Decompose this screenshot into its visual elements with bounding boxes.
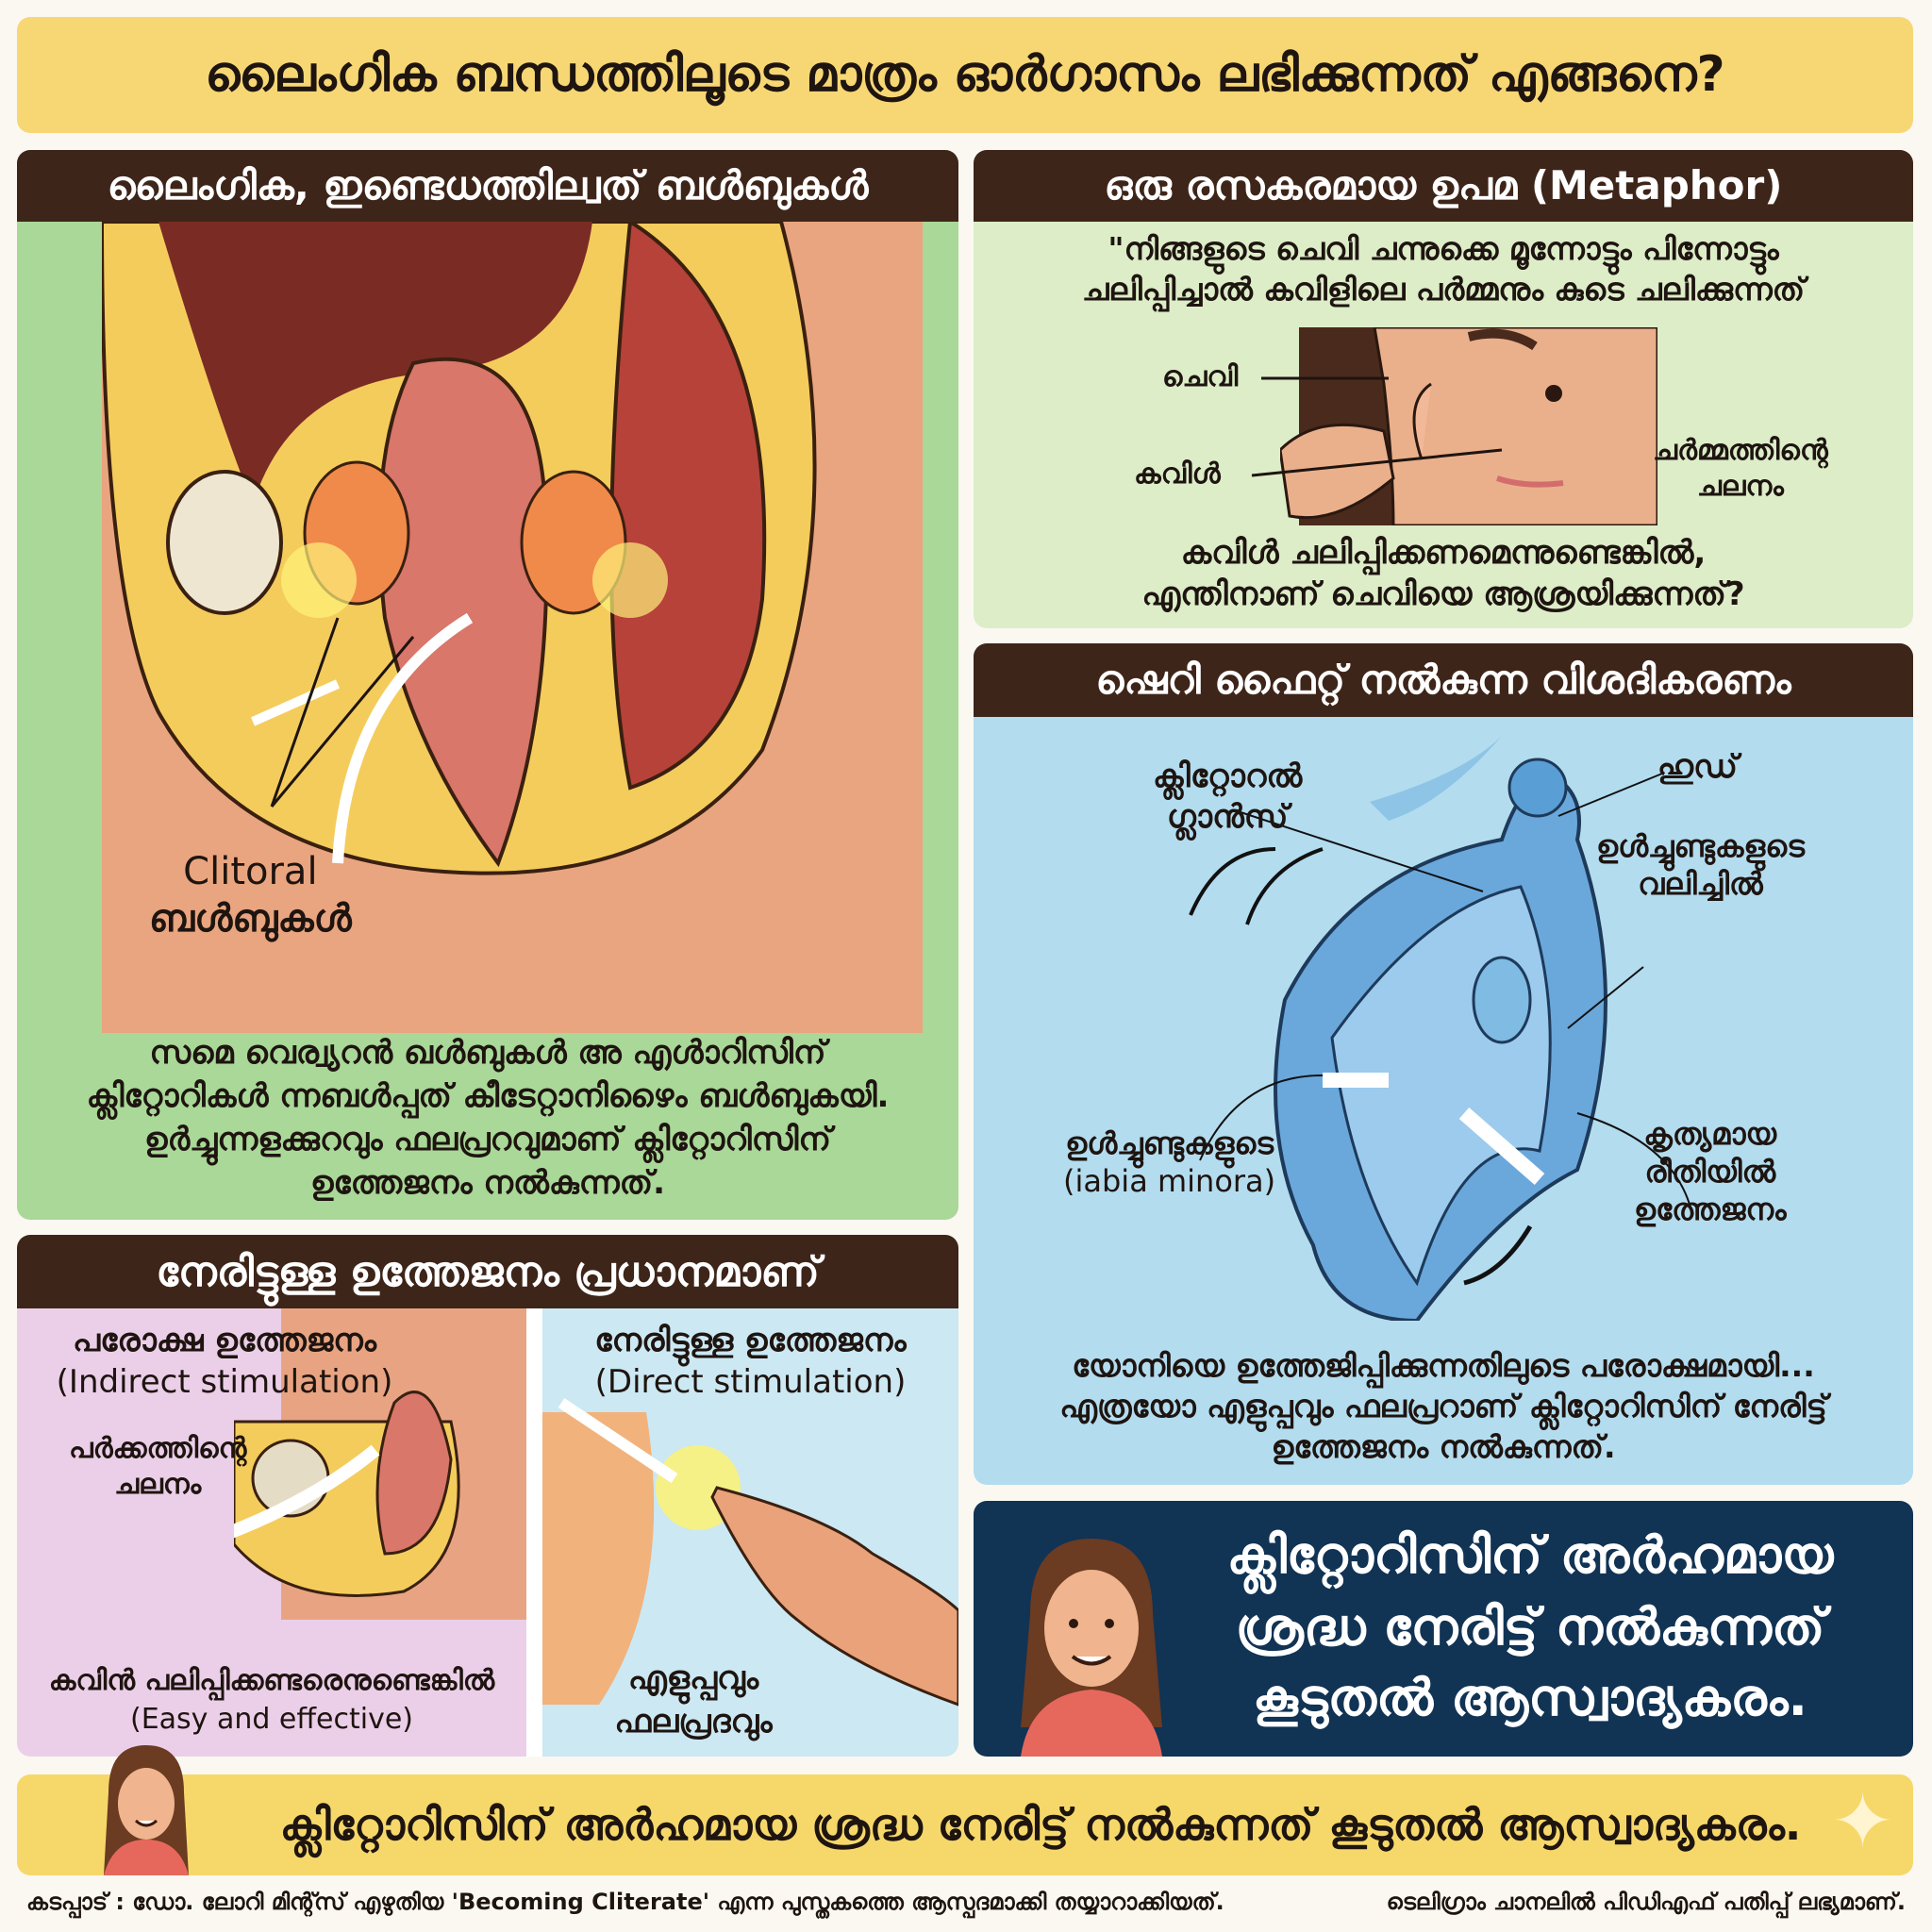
question-line: കവിൾ ചലിപ്പിക്കണമെന്നുണ്ടെങ്കിൽ, — [1180, 534, 1707, 572]
title-bar: ലൈംഗിക ബന്ധത്തിലൂടെ മാത്രം ഓർഗാസം ലഭിക്ക… — [17, 17, 1913, 133]
callout-line: കൂടുതൽ ആസ്വാദ്യകരം. — [1252, 1668, 1807, 1728]
direct-title: നേരിട്ടുള്ള ഉത്തേജനം — [594, 1322, 907, 1359]
label-line: ഉത്തേജനം — [1634, 1191, 1787, 1227]
metaphor-quote: "നിങ്ങളുടെ ചെവി ചന്നുക്കെ മൂന്നോട്ടും പി… — [974, 229, 1913, 310]
label-line: ഗ്ലാൻസ് — [1166, 797, 1289, 836]
label-line: ചലനം — [1696, 469, 1784, 503]
metaphor-panel-header: ഒരു രസകരമായ ഉപമ (Metaphor) — [974, 150, 1913, 222]
indirect-bottom: കവിൻ പലിപ്പിക്കണ്ടരെനുണ്ടെങ്കിൽ — [48, 1664, 495, 1697]
indirect-title: പരോക്ഷ ഉത്തേജനം — [73, 1322, 376, 1359]
direct-illustration — [542, 1398, 958, 1707]
body-line: യോനിയെ ഉത്തേജിപ്പിക്കുന്നതിലുടെ പരോക്ഷമാ… — [1072, 1347, 1815, 1384]
indirect-title-en: (Indirect stimulation) — [56, 1363, 393, 1402]
explanation-body: യോനിയെ ഉത്തേജിപ്പിക്കുന്നതിലുടെ പരോക്ഷമാ… — [974, 1346, 1913, 1468]
sparkle-icon: ✦ — [1830, 1777, 1894, 1865]
indirect-illustration — [234, 1308, 526, 1620]
label-line: ഉൾച്ചുണ്ടുകളുടെ — [1596, 828, 1805, 864]
direct-section: നേരിട്ടുള്ള ഉത്തേജനം (Direct stimulation… — [542, 1308, 958, 1757]
footer-note: ടെലിഗ്രാം ചാനലിൽ പിഡിഎഫ് പതിപ്പ് ലഭ്യമാണ… — [1386, 1889, 1906, 1915]
body-line: ഉത്തേജനം നൽകുന്നത്. — [309, 1163, 666, 1202]
direct-bottom: എളുപ്പവും ഫലപ്രദവും — [542, 1657, 844, 1744]
bulbs-panel-body: സമെ വെര്വ്യറൻ ഖൾബുകൾ അ എൾാറിസിന് ക്ലിറ്റ… — [17, 1032, 958, 1206]
label-line: ഫലപ്രദവും — [614, 1702, 773, 1740]
anatomy-illustration — [102, 222, 923, 1033]
body-line: ഉർച്ചുന്നളക്കുറവും ഫലപ്രറവുമാണ് ക്ലിറ്റോ… — [143, 1120, 832, 1158]
bulbs-panel-header: ലൈംഗിക, ഇണ്ടെധത്തില്വത് ബൾബുകൾ — [17, 150, 958, 222]
metaphor-panel: ഒരു രസകരമായ ഉപമ (Metaphor) "നിങ്ങളുടെ ചെ… — [974, 150, 1913, 628]
direct-panel-header: നേരിട്ടുള്ള ഉത്തേജനം പ്രധാനമാണ് — [17, 1235, 958, 1308]
label-line: വലിച്ചിൽ — [1638, 866, 1763, 902]
label-skin-movement: ചർമ്മത്തിന്റെ ചലനം — [1653, 433, 1828, 504]
explanation-panel-header: ഷെറി ഫൈറ്റ് നൽകുന്ന വിശദികരണം — [974, 643, 1913, 717]
page-title: ലൈംഗിക ബന്ധത്തിലൂടെ മാത്രം ഓർഗാസം ലഭിക്ക… — [205, 46, 1725, 103]
label-hood: ഹുഡ് — [1657, 748, 1738, 786]
face-ear-illustration — [1280, 327, 1657, 525]
label-line: കൃത്യമായ — [1643, 1116, 1777, 1152]
callout-panel: ക്ലിറ്റോറിസിന് അർഹമായ ശ്രദ്ധ നേരിട്ട് നൽ… — [974, 1501, 1913, 1757]
question-line: എന്തിനാണ് ചെവിയെ ആശ്രയിക്കുന്നത്? — [1141, 575, 1745, 614]
quote-line: "നിങ്ങളുടെ ചെവി ചന്നുക്കെ മൂന്നോട്ടും പി… — [1108, 230, 1779, 267]
direct-stimulation-panel: നേരിട്ടുള്ള ഉത്തേജനം പ്രധാനമാണ് പരോക്ഷ ഉ… — [17, 1235, 958, 1757]
callout-line: ശ്രദ്ധ നേരിട്ട് നൽകുന്നത് — [1235, 1596, 1825, 1657]
metaphor-question: കവിൾ ചലിപ്പിക്കണമെന്നുണ്ടെങ്കിൽ, എന്തിനാ… — [974, 532, 1913, 615]
banner-text: ക്ലിറ്റോറിസിന് അർഹമായ ശ്രദ്ധ നേരിട്ട് നൽ… — [279, 1798, 1802, 1850]
indirect-label: പർക്കത്തിന്റെ ചലനം — [69, 1431, 246, 1502]
callout-text: ക്ലിറ്റോറിസിന് അർഹമായ ശ്രദ്ധ നേരിട്ട് നൽ… — [1181, 1520, 1879, 1734]
metaphor-leader-lines — [1251, 376, 1503, 477]
label-line: പർക്കത്തിന്റെ — [69, 1432, 247, 1465]
quote-line: ചലിപ്പിച്ചാൽ കവിളിലെ പർമ്മനും കുടെ ചലിക്… — [1081, 270, 1806, 308]
body-line: ഉത്തേജനം നൽകുന്നത്. — [1271, 1427, 1616, 1465]
indirect-bottom-en: (Easy and effective) — [129, 1702, 414, 1736]
bulbs-panel: ലൈംഗിക, ഇണ്ടെധത്തില്വത് ബൾബുകൾ Clitoral … — [17, 150, 958, 1220]
label-precise-stimulation: കൃത്യമായ രീതിയിൽ ഉത്തേജനം — [1634, 1115, 1787, 1228]
body-line: സമെ വെര്വ്യറൻ ഖൾബുകൾ അ എൾാറിസിന് — [149, 1034, 826, 1072]
label-line: രീതിയിൽ — [1644, 1154, 1776, 1190]
label-line: (iabia minora) — [1063, 1163, 1276, 1199]
callout-line: ക്ലിറ്റോറിസിന് അർഹമായ — [1226, 1525, 1834, 1585]
body-line: ക്ലിറ്റോറികൾ ന്നബൾപ്പത് കീടേറ്റാനിഴൈം ബൾ… — [86, 1076, 890, 1115]
direct-title-en: (Direct stimulation) — [594, 1363, 907, 1402]
clitoral-label-en: Clitoral — [183, 850, 318, 893]
body-line: എത്രയോ എളുപ്പവും ഫലപ്രറാണ് ക്ലിറ്റോറിസിന… — [1059, 1387, 1827, 1424]
label-clitoral-glans: ക്ലിറ്റോറൽ ഗ്ലാൻസ് — [1153, 757, 1302, 837]
label-line: എളുപ്പവും — [627, 1659, 759, 1697]
label-labia-pull: ഉൾച്ചുണ്ടുകളുടെ വലിച്ചിൽ — [1596, 827, 1805, 903]
woman-avatar-icon — [1021, 1539, 1162, 1757]
label-line: ഉൾച്ചുണ്ടുകളുടെ — [1065, 1125, 1274, 1161]
label-line: ക്ലിറ്റോറൽ — [1153, 758, 1303, 795]
bottom-banner: ക്ലിറ്റോറിസിന് അർഹമായ ശ്രദ്ധ നേരിട്ട് നൽ… — [17, 1774, 1913, 1875]
label-labia-minora: ഉൾച്ചുണ്ടുകളുടെ (iabia minora) — [1063, 1124, 1275, 1200]
label-ear: ചെവി — [1162, 360, 1239, 393]
footer-credit: കടപ്പാട് : ഡോ. ലോറി മിന്റ്സ് എഴുതിയ 'Bec… — [26, 1889, 1224, 1915]
label-line: ചലനം — [114, 1467, 202, 1501]
clitoris-diagram — [1189, 736, 1691, 1321]
clitoral-label-ml: ബൾബുകൾ — [149, 897, 352, 941]
woman-avatar-small-icon — [104, 1745, 189, 1875]
label-line: ചർമ്മത്തിന്റെ — [1653, 434, 1828, 467]
indirect-section: പരോക്ഷ ഉത്തേജനം (Indirect stimulation) പ… — [17, 1308, 526, 1757]
label-cheek: കവിൾ — [1134, 458, 1221, 491]
explanation-panel: ഷെറി ഫൈറ്റ് നൽകുന്ന വിശദികരണം ക്ലിറ്റോറൽ… — [974, 643, 1913, 1485]
